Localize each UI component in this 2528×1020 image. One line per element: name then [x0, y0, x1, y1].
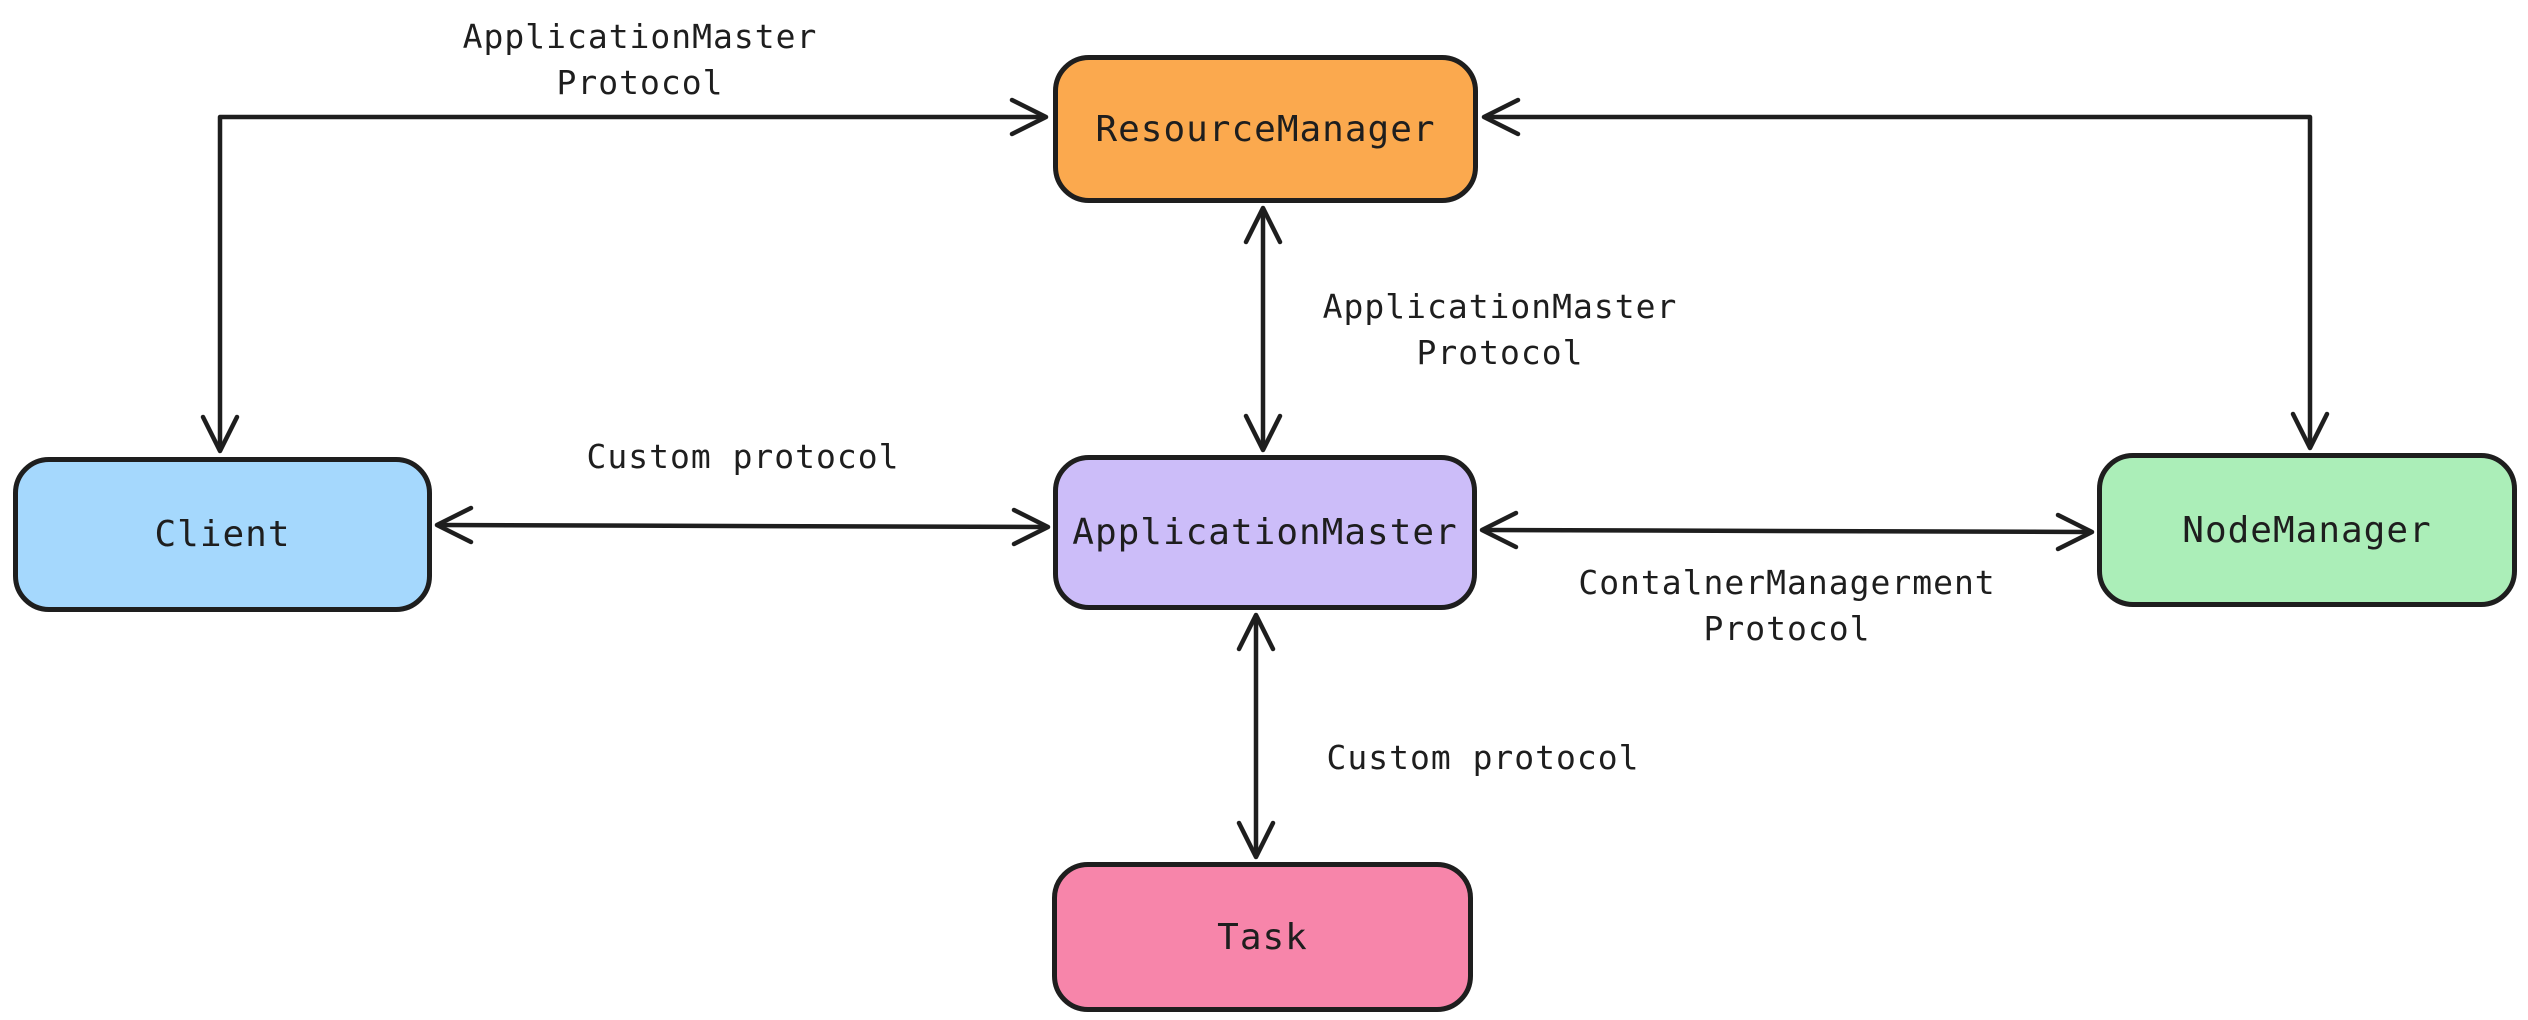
- arrowhead-left-icon: [434, 505, 474, 545]
- node-application-master-label: ApplicationMaster: [1072, 512, 1458, 553]
- arrowhead-down-icon: [200, 414, 240, 454]
- node-task-label: Task: [1217, 916, 1308, 958]
- arrowhead-down-icon: [1236, 820, 1276, 860]
- arrowhead-up-icon: [1243, 205, 1283, 245]
- node-resource-manager: ResourceManager: [1053, 55, 1478, 203]
- edge-client-resourcemanager: [200, 97, 1049, 454]
- node-application-master: ApplicationMaster: [1053, 455, 1477, 610]
- arrowhead-right-icon: [2055, 512, 2095, 552]
- node-resource-manager-label: ResourceManager: [1095, 108, 1436, 150]
- node-node-manager-label: NodeManager: [2182, 509, 2432, 551]
- arrowhead-left-icon: [1481, 97, 1521, 137]
- node-client-label: Client: [154, 514, 291, 555]
- edge-resourcemanager-applicationmaster: [1243, 205, 1283, 453]
- arrowhead-up-icon: [1236, 612, 1276, 652]
- arrowhead-down-icon: [2290, 411, 2330, 451]
- edge-applicationmaster-nodemanager: [1479, 510, 2095, 552]
- edge-client-applicationmaster: [434, 505, 1051, 547]
- node-node-manager: NodeManager: [2097, 453, 2517, 607]
- arrowhead-left-icon: [1479, 510, 1519, 550]
- edge-resourcemanager-nodemanager: [1481, 97, 2330, 451]
- node-client: Client: [13, 457, 432, 612]
- arrowhead-right-icon: [1011, 507, 1051, 547]
- node-task: Task: [1052, 862, 1473, 1012]
- edge-label-custom-protocol-left: Custom protocol: [586, 437, 900, 476]
- edge-label-custom-protocol-bottom: Custom protocol: [1326, 738, 1640, 777]
- arrowhead-right-icon: [1009, 97, 1049, 137]
- arrowhead-down-icon: [1243, 413, 1283, 453]
- edge-label-applicationmaster-protocol-top: ApplicationMaster Protocol: [462, 17, 818, 102]
- edge-applicationmaster-task: [1236, 612, 1276, 860]
- edge-label-container-management-protocol: ContalnerManagerment Protocol: [1578, 563, 1996, 648]
- edge-label-applicationmaster-protocol-middle: ApplicationMaster Protocol: [1322, 287, 1678, 372]
